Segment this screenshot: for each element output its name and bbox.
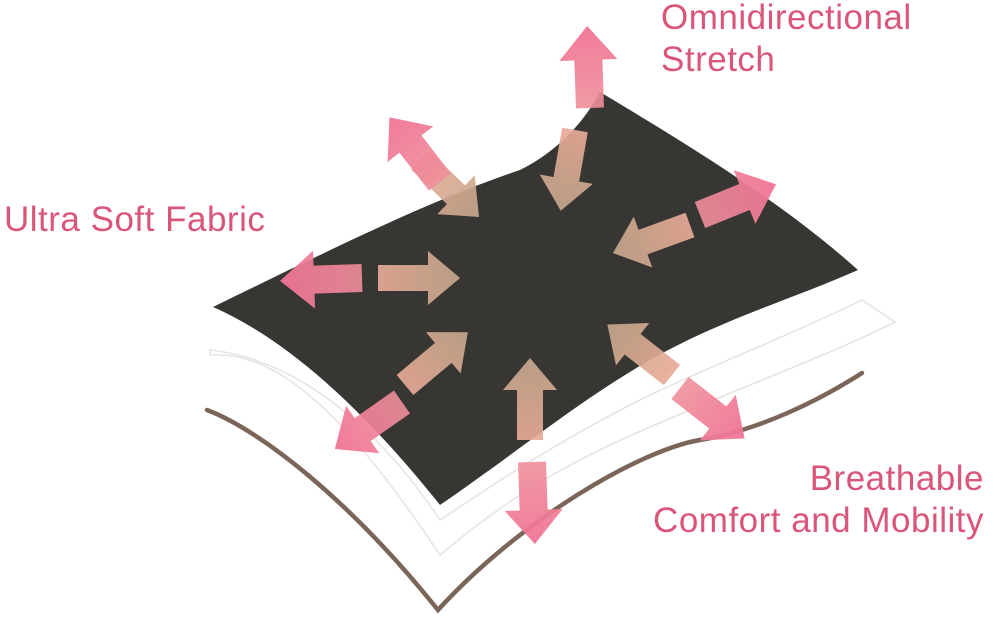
stretch-label-line2: Stretch [661, 40, 776, 79]
arrow-inward-icon [607, 322, 681, 386]
breathable-label-line2: Comfort and Mobility [653, 501, 984, 540]
stretch-label: Omnidirectional Stretch [661, 0, 912, 81]
arrow-outward-icon [334, 390, 411, 454]
arrow-inward-icon [396, 332, 468, 395]
fabric-sheet [213, 92, 858, 505]
arrow-outward-icon [504, 461, 563, 544]
arrows [280, 26, 777, 544]
soft-fabric-label-text: Ultra Soft Fabric [4, 200, 266, 239]
stretch-label-line1: Omnidirectional [661, 0, 912, 37]
arrow-inward-icon [378, 251, 460, 305]
breathable-label: Breathable Comfort and Mobility [653, 458, 984, 542]
arrow-outward-icon [671, 376, 745, 441]
arrow-outward-icon [387, 117, 452, 191]
arrow-outward-icon [559, 26, 618, 109]
arrow-inward-icon [612, 212, 695, 268]
arrow-outward-icon [280, 250, 363, 309]
soft-fabric-label: Ultra Soft Fabric [4, 199, 265, 241]
arrow-inward-icon [503, 358, 557, 440]
arrow-inward-icon [539, 127, 593, 211]
breathable-label-line1: Breathable [809, 459, 984, 498]
arrow-outward-icon [694, 170, 777, 228]
middle-layer [209, 299, 897, 557]
